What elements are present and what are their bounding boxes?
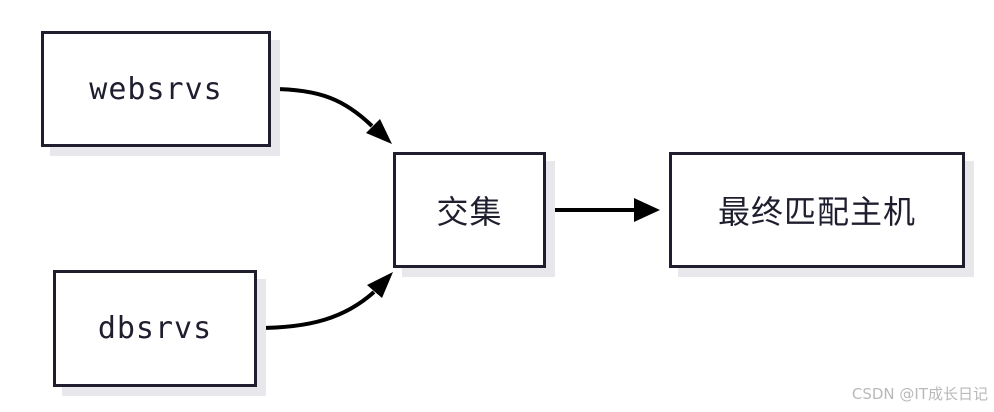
node-dbservers: dbsrvs <box>53 270 257 387</box>
node-webservers: websrvs <box>41 31 271 147</box>
node-intersection: 交集 <box>393 152 546 268</box>
arrowhead-dbservers <box>367 272 393 298</box>
node-intersection-label: 交集 <box>436 193 503 231</box>
edge-dbservers-to-intersection <box>256 290 376 330</box>
arrowhead-result <box>634 198 660 222</box>
node-result: 最终匹配主机 <box>669 152 965 268</box>
node-webservers-label: websrvs <box>89 71 223 107</box>
arrowhead-webservers <box>366 119 392 144</box>
edge-webservers-to-intersection <box>270 87 374 128</box>
node-result-label: 最终匹配主机 <box>717 193 916 231</box>
node-dbservers-label: dbsrvs <box>97 311 213 346</box>
watermark: CSDN @IT成长日记 <box>851 385 988 403</box>
